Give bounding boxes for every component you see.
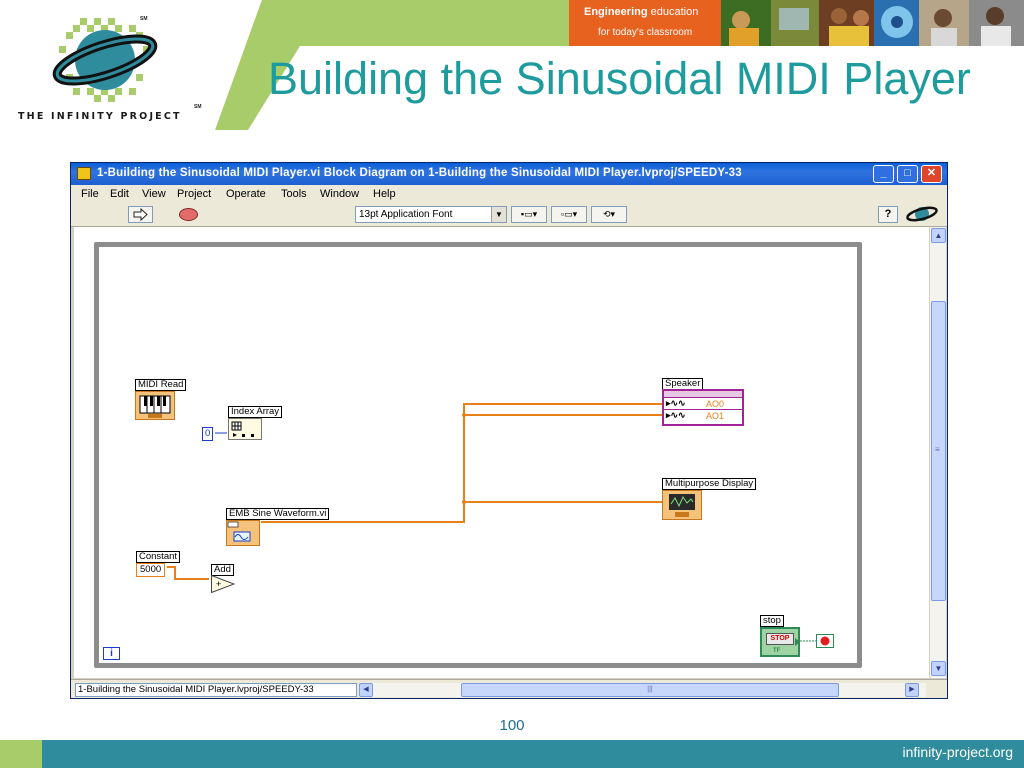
stop-button-terminal[interactable]: STOP TF: [760, 627, 800, 657]
wires: [167, 403, 816, 642]
speaker-channel-ao0: AO0: [706, 399, 725, 409]
badge-bold-text: Engineering: [584, 6, 648, 18]
constant-value[interactable]: 5000: [136, 563, 166, 577]
slide-title: Building the Sinusoidal MIDI Player: [268, 53, 971, 104]
vi-icon: [77, 167, 91, 180]
page-number: 100: [499, 717, 525, 734]
speaker-channel-row: ▸∿∿ AO1: [664, 410, 742, 422]
loop-condition-stop-icon[interactable]: [816, 634, 834, 648]
index-array-node[interactable]: [228, 418, 262, 440]
sine-waveform-node[interactable]: [226, 520, 260, 546]
vertical-scrollbar[interactable]: ▲ ≡ ▼: [929, 227, 946, 678]
reorder-icon[interactable]: ⟲▾: [591, 206, 627, 223]
classroom-photo-strip: [721, 0, 1024, 46]
menu-bar: File Edit View Project Operate Tools Win…: [71, 185, 947, 203]
labview-block-diagram-window: 1-Building the Sinusoidal MIDI Player.vi…: [70, 162, 948, 699]
font-select[interactable]: 13pt Application Font ▼: [355, 206, 507, 223]
vertical-scroll-thumb[interactable]: ≡: [931, 301, 946, 601]
help-icon[interactable]: ?: [878, 206, 898, 223]
wire-constant-to-add: [167, 566, 209, 580]
output-arrow-icon: [795, 638, 800, 646]
logo-sm-mark: SM: [140, 16, 148, 22]
sine-wave-icon: ▸∿∿: [666, 398, 686, 408]
midi-read-label: MIDI Read: [135, 379, 187, 391]
sine-wave-icon: ▸∿∿: [666, 410, 686, 420]
svg-text:+: +: [216, 579, 221, 589]
wire-sine-to-speaker-ao0: [261, 403, 662, 523]
horizontal-scroll-thumb[interactable]: |||: [461, 683, 839, 697]
add-label: Add: [211, 564, 234, 576]
project-path: 1-Building the Sinusoidal MIDI Player.lv…: [75, 683, 357, 697]
loop-iteration-terminal[interactable]: i: [103, 647, 120, 660]
close-icon[interactable]: ✕: [921, 165, 942, 183]
menu-file[interactable]: File: [81, 188, 99, 200]
block-diagram-canvas[interactable]: i MIDI Read: [74, 227, 929, 678]
menu-tools[interactable]: Tools: [281, 188, 307, 200]
index-array-label: Index Array: [228, 406, 283, 418]
distribute-objects-icon[interactable]: ▫▭▾: [551, 206, 587, 223]
badge-subtitle: for today's classroom: [598, 27, 693, 38]
bottom-green-block: [0, 740, 42, 768]
constant-label: Constant: [136, 551, 181, 563]
minimize-icon[interactable]: _: [873, 165, 894, 183]
toolbar: 13pt Application Font ▼ ▪▭▾ ▫▭▾ ⟲▾ ?: [71, 203, 947, 227]
while-loop[interactable]: [94, 242, 862, 668]
run-arrow-icon[interactable]: [128, 206, 153, 223]
stop-tf-text: TF: [773, 648, 781, 654]
chevron-down-icon: ▼: [491, 207, 506, 222]
font-select-value: 13pt Application Font: [359, 209, 453, 220]
logo-text-sm-mark: SM: [194, 104, 202, 110]
scroll-up-icon[interactable]: ▲: [931, 228, 946, 243]
status-bar: 1-Building the Sinusoidal MIDI Player.lv…: [71, 679, 947, 698]
speaker-channel-row: ▸∿∿ AO0: [664, 398, 742, 410]
multipurpose-display-label: Multipurpose Display: [662, 478, 757, 490]
window-titlebar[interactable]: 1-Building the Sinusoidal MIDI Player.vi…: [71, 163, 947, 185]
menu-window[interactable]: Window: [320, 188, 360, 200]
menu-help[interactable]: Help: [373, 188, 396, 200]
speaker-header: [664, 391, 742, 398]
speaker-channel-ao1: AO1: [706, 411, 725, 421]
midi-read-node[interactable]: [135, 391, 175, 420]
multipurpose-display-node[interactable]: [662, 490, 702, 520]
badge-rest-text: education: [647, 6, 699, 18]
menu-view[interactable]: View: [142, 188, 166, 200]
sine-waveform-label: EMB Sine Waveform.vi: [226, 508, 330, 520]
maximize-icon[interactable]: □: [897, 165, 918, 183]
index-constant[interactable]: 0: [202, 427, 214, 441]
menu-edit[interactable]: Edit: [110, 188, 129, 200]
menu-project[interactable]: Project: [177, 188, 212, 200]
abort-stop-icon[interactable]: [177, 206, 200, 223]
logo-text: THE INFINITY PROJECT: [18, 111, 182, 122]
infinity-project-logo: SM SM THE INFINITY PROJECT: [0, 0, 300, 130]
scroll-down-icon[interactable]: ▼: [931, 661, 946, 676]
scroll-left-icon[interactable]: ◀: [359, 683, 373, 697]
bottom-teal-band: [0, 740, 1024, 768]
speaker-node[interactable]: ▸∿∿ AO0 ▸∿∿ AO1: [662, 389, 744, 426]
align-objects-icon[interactable]: ▪▭▾: [511, 206, 547, 223]
vi-connector-logo-icon: [902, 202, 942, 231]
scroll-right-icon[interactable]: ▶: [905, 683, 919, 697]
add-node[interactable]: +: [211, 575, 235, 593]
horizontal-scrollbar[interactable]: ◀ ||| ▶: [359, 683, 926, 697]
engineering-education-badge: Engineering education for today's classr…: [569, 0, 721, 46]
window-title: 1-Building the Sinusoidal MIDI Player.vi…: [97, 167, 742, 179]
stop-label: stop: [760, 615, 784, 627]
stop-button-text: STOP: [766, 633, 794, 645]
footer-url[interactable]: infinity-project.org: [902, 744, 1014, 760]
menu-operate[interactable]: Operate: [226, 188, 266, 200]
